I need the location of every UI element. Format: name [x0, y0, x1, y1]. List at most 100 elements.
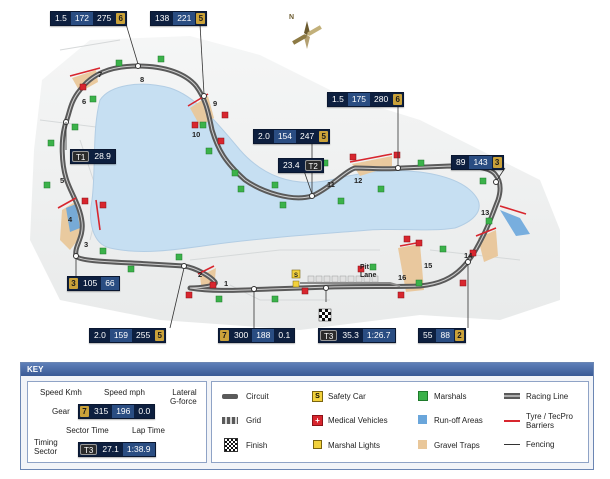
medical-vehicle — [357, 265, 365, 273]
marshal-light-icon — [313, 440, 322, 449]
corner-label: 15 — [424, 261, 433, 270]
compass-icon: N — [289, 14, 322, 49]
grid-icon — [222, 417, 238, 424]
tyre-barrier — [349, 153, 393, 163]
lap-time: 1:26.7 — [362, 329, 395, 342]
leader-line — [199, 23, 205, 95]
kmh: 89 — [456, 157, 466, 167]
marshal-post — [71, 123, 79, 131]
marshal-post — [199, 121, 207, 129]
kmh: 55 — [423, 330, 433, 340]
marshal-post — [439, 245, 447, 253]
leader-line — [169, 267, 185, 329]
corner-label: 2 — [198, 270, 203, 279]
legend-label: Fencing — [526, 440, 555, 449]
marshal-post — [337, 197, 345, 205]
marshal-post — [415, 279, 423, 287]
apex-node — [323, 285, 329, 291]
tyre-barrier — [69, 67, 101, 77]
kmh: 1.5 — [332, 94, 344, 104]
corner-label: 3 — [84, 240, 89, 249]
legend-lap-time: 1:38.9 — [122, 443, 155, 456]
sector-box: T3 35.3 1:26.7 — [318, 328, 396, 343]
marshal-post — [43, 181, 51, 189]
tyre-barrier — [197, 265, 215, 275]
data-box: 3 105 66 — [67, 276, 120, 291]
sector-time: 23.4 — [283, 160, 300, 170]
apex-node — [201, 93, 207, 99]
gear-label: Gear — [52, 407, 70, 416]
marshal-post — [271, 295, 279, 303]
gravel-icon — [418, 440, 427, 449]
medical-vehicle — [349, 153, 357, 161]
gear: 6 — [116, 13, 126, 24]
data-box: 1.5 175 280 6 — [327, 92, 405, 107]
medical-vehicle — [393, 151, 401, 159]
sector-box: T1 28.9 — [70, 149, 116, 164]
timing-sector-label: Timing Sector — [34, 438, 58, 456]
legend-label: Marshal Lights — [328, 441, 381, 450]
g-force: 0.1 — [278, 330, 291, 340]
legend-data-box: 7 315 196 0.0 — [78, 404, 156, 419]
runoff-area — [66, 204, 80, 232]
gear: 3 — [492, 157, 502, 168]
legend-label: Tyre / TecPro Barriers — [526, 412, 573, 430]
sector: T3 — [320, 330, 338, 341]
gravel-trap — [352, 156, 392, 176]
finish-icon — [224, 438, 238, 452]
sector-time: 35.3 — [342, 330, 359, 340]
marshal-post — [47, 139, 55, 147]
data-box: 89 143 3 — [451, 155, 504, 170]
legend-items-panel: Circuit Grid Finish S Safety Car + Medic… — [211, 381, 589, 463]
mph: 88 — [436, 329, 454, 342]
legend-label: Run-off Areas — [434, 416, 483, 425]
medical-vehicle — [403, 235, 411, 243]
marshal-icon — [418, 391, 428, 401]
legend-label: Circuit — [246, 392, 269, 401]
marshal-post — [205, 147, 213, 155]
sector: T2 — [304, 160, 322, 171]
compass-label: N — [289, 14, 294, 21]
medical-vehicle — [397, 291, 405, 299]
marshal-post — [417, 159, 425, 167]
data-box: 2.0 154 247 5 — [253, 129, 331, 144]
medical-vehicle — [469, 249, 477, 257]
medical-vehicle — [209, 281, 217, 289]
pit-lane-label: Pit Lane — [360, 264, 377, 279]
legend-sector-time: 27.1 — [102, 444, 119, 454]
data-box: 1.5 172 275 6 — [50, 11, 128, 26]
legend-label: Medical Vehicles — [328, 416, 388, 425]
g-force: 255 — [136, 330, 151, 340]
gear: 2 — [454, 330, 464, 341]
key-panel: KEY Speed Kmh Speed mph Lateral G-force … — [20, 362, 594, 470]
safety-car-icon: S — [312, 391, 323, 402]
corner-label: 1 — [224, 279, 229, 288]
safety-car-marker-glyph: S — [294, 273, 298, 279]
leader-line — [496, 167, 506, 181]
marshal-post — [377, 185, 385, 193]
racing-line-icon — [504, 393, 520, 399]
leader-line — [125, 23, 139, 65]
corner-label: 6 — [82, 97, 87, 106]
marshal-post — [99, 247, 107, 255]
medical-vehicle — [415, 239, 423, 247]
data-box: 138 221 5 — [150, 11, 208, 26]
corner-label: 5 — [60, 176, 65, 185]
data-box: 2.0 159 255 5 — [89, 328, 167, 343]
data-box: 55 88 2 — [418, 328, 466, 343]
kmh: 105 — [83, 278, 98, 288]
apex-node — [309, 193, 315, 199]
mph: 175 — [347, 93, 371, 106]
lateral-g-label: Lateral G-force — [170, 388, 197, 406]
apex-node — [395, 165, 401, 171]
key-title: KEY — [21, 363, 593, 376]
mph: 66 — [101, 277, 119, 290]
sector-time-label: Sector Time — [66, 426, 109, 435]
corner-label: 16 — [398, 273, 407, 282]
gear: 3 — [69, 278, 78, 289]
marshal-post — [127, 265, 135, 273]
gear: 6 — [393, 94, 403, 105]
lap-time-label: Lap Time — [132, 426, 165, 435]
tyre-barrier — [57, 197, 77, 209]
albert-park-lake — [90, 83, 480, 252]
